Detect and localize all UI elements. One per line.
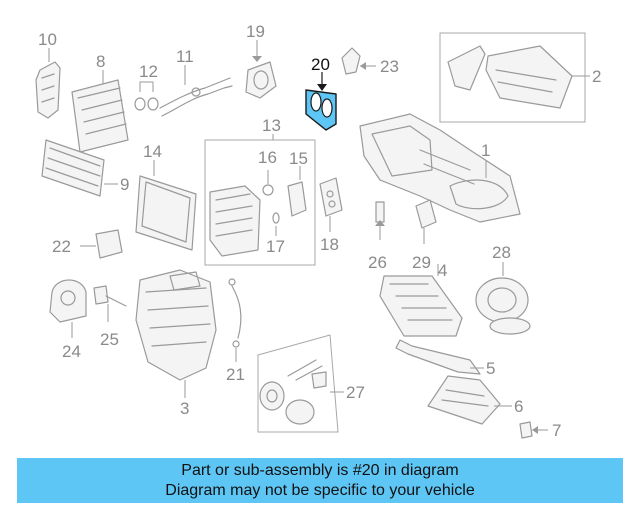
callout-1: 1	[481, 141, 490, 160]
part-14: 14	[135, 142, 197, 251]
callout-13: 13	[262, 116, 281, 135]
callout-26: 26	[368, 253, 387, 272]
callout-24: 24	[62, 342, 81, 361]
part-23: 23	[341, 47, 399, 76]
callout-19: 19	[246, 22, 265, 41]
callout-9: 9	[120, 175, 129, 194]
part-4: 4	[379, 261, 463, 337]
part-20-highlighted: 20	[305, 55, 337, 131]
info-banner: Part or sub-assembly is #20 in diagram D…	[17, 458, 623, 503]
callout-11: 11	[176, 47, 194, 66]
part-26: 26	[368, 201, 387, 272]
callout-15: 15	[289, 149, 308, 168]
part-7: 7	[519, 421, 561, 440]
part-5: 5	[395, 339, 495, 378]
part-8: 8	[71, 52, 129, 153]
callout-3: 3	[180, 399, 189, 418]
part-6: 6	[427, 375, 523, 425]
callout-2: 2	[592, 67, 601, 86]
callout-22: 22	[52, 237, 71, 256]
callout-5: 5	[486, 359, 495, 378]
part-28: 28	[475, 243, 531, 335]
callout-21: 21	[226, 365, 245, 384]
callout-12: 12	[139, 62, 158, 81]
part-18: 18	[319, 177, 343, 254]
part-2: 2	[439, 32, 601, 123]
callout-29: 29	[412, 253, 431, 272]
part-19: 19	[245, 22, 277, 99]
part-22: 22	[52, 229, 123, 259]
callout-16: 16	[258, 148, 277, 167]
banner-line-2: Diagram may not be specific to your vehi…	[165, 481, 475, 499]
callout-8: 8	[96, 52, 105, 71]
callout-4: 4	[438, 261, 447, 280]
callout-7: 7	[552, 421, 561, 440]
part-27: 27	[257, 334, 365, 433]
callout-17: 17	[266, 237, 285, 256]
part-13: 13 16 15 17	[204, 116, 316, 266]
part-12: 12	[134, 62, 159, 111]
callout-14: 14	[143, 142, 162, 161]
part-21: 21	[226, 278, 245, 384]
part-24: 24	[49, 279, 87, 361]
parts-diagram: 10 8 12 11 19 20	[35, 22, 601, 440]
callout-20: 20	[311, 55, 330, 74]
callout-27: 27	[346, 383, 365, 402]
part-1: 1	[359, 113, 521, 223]
part-11: 11	[159, 47, 233, 117]
callout-23: 23	[380, 57, 399, 76]
callout-10: 10	[38, 30, 57, 49]
part-29: 29	[412, 199, 437, 272]
part-9: 9	[41, 139, 129, 197]
part-10: 10	[35, 30, 61, 119]
callout-6: 6	[514, 397, 523, 416]
callout-18: 18	[320, 235, 339, 254]
part-25: 25	[93, 285, 127, 349]
part-3: 3	[135, 269, 217, 418]
banner-line-1: Part or sub-assembly is #20 in diagram	[181, 461, 459, 479]
callout-28: 28	[492, 243, 511, 262]
callout-25: 25	[100, 330, 119, 349]
